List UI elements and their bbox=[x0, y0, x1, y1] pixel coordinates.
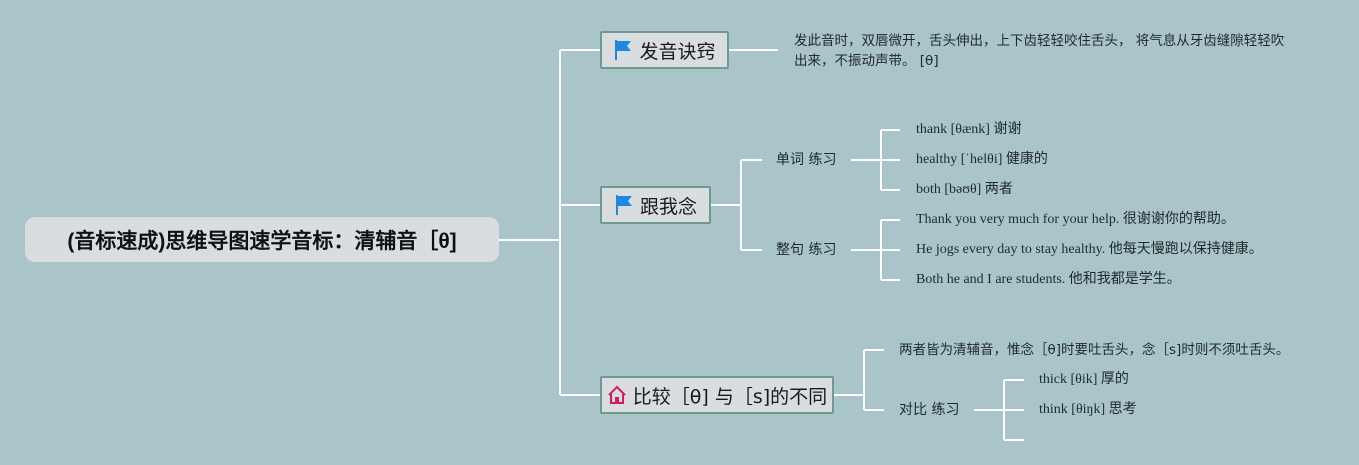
subtopic-compare-practice[interactable]: 对比 练习 bbox=[899, 402, 960, 418]
list-item[interactable]: both [bəʊθ] 两者 bbox=[916, 182, 1013, 197]
flag-icon bbox=[614, 194, 634, 216]
branch-compare[interactable]: 比较［θ] 与［s]的不同 bbox=[600, 376, 834, 414]
comparison-description[interactable]: 两者皆为清辅音，惟念［θ]时要吐舌头，念［s]时则不须吐舌头。 bbox=[899, 342, 1290, 358]
home-icon bbox=[607, 384, 627, 406]
list-item[interactable]: Thank you very much for your help. 很谢谢你的… bbox=[916, 212, 1235, 227]
root-topic[interactable]: (音标速成)思维导图速学音标：清辅音［θ] bbox=[25, 217, 499, 262]
branch-label: 比较［θ] 与［s]的不同 bbox=[632, 385, 828, 408]
list-item[interactable]: He jogs every day to stay healthy. 他每天慢跑… bbox=[916, 242, 1263, 257]
list-item[interactable]: healthy [ˈhelθi] 健康的 bbox=[916, 152, 1048, 167]
branch-label: 跟我念 bbox=[639, 195, 697, 218]
branch-label: 发音诀窍 bbox=[639, 40, 716, 63]
list-item[interactable]: think [θiŋk] 思考 bbox=[1039, 402, 1137, 417]
list-item[interactable]: thick [θik] 厚的 bbox=[1039, 372, 1129, 387]
branch-pronunciation-tips[interactable]: 发音诀窍 bbox=[600, 31, 729, 69]
flag-icon bbox=[613, 39, 633, 61]
pronunciation-description: 发此音时，双唇微开，舌头伸出，上下齿轻轻咬住舌头， 将气息从牙齿缝隙轻轻吹出来，… bbox=[794, 33, 1285, 69]
subtopic-sentence-practice[interactable]: 整句 练习 bbox=[776, 242, 837, 258]
list-item[interactable]: Both he and I are students. 他和我都是学生。 bbox=[916, 272, 1181, 287]
list-item[interactable]: thank [θænk] 谢谢 bbox=[916, 122, 1022, 137]
branch-read-after-me[interactable]: 跟我念 bbox=[600, 186, 711, 224]
root-topic-label: (音标速成)思维导图速学音标：清辅音［θ] bbox=[67, 229, 457, 253]
subtopic-word-practice[interactable]: 单词 练习 bbox=[776, 152, 837, 168]
